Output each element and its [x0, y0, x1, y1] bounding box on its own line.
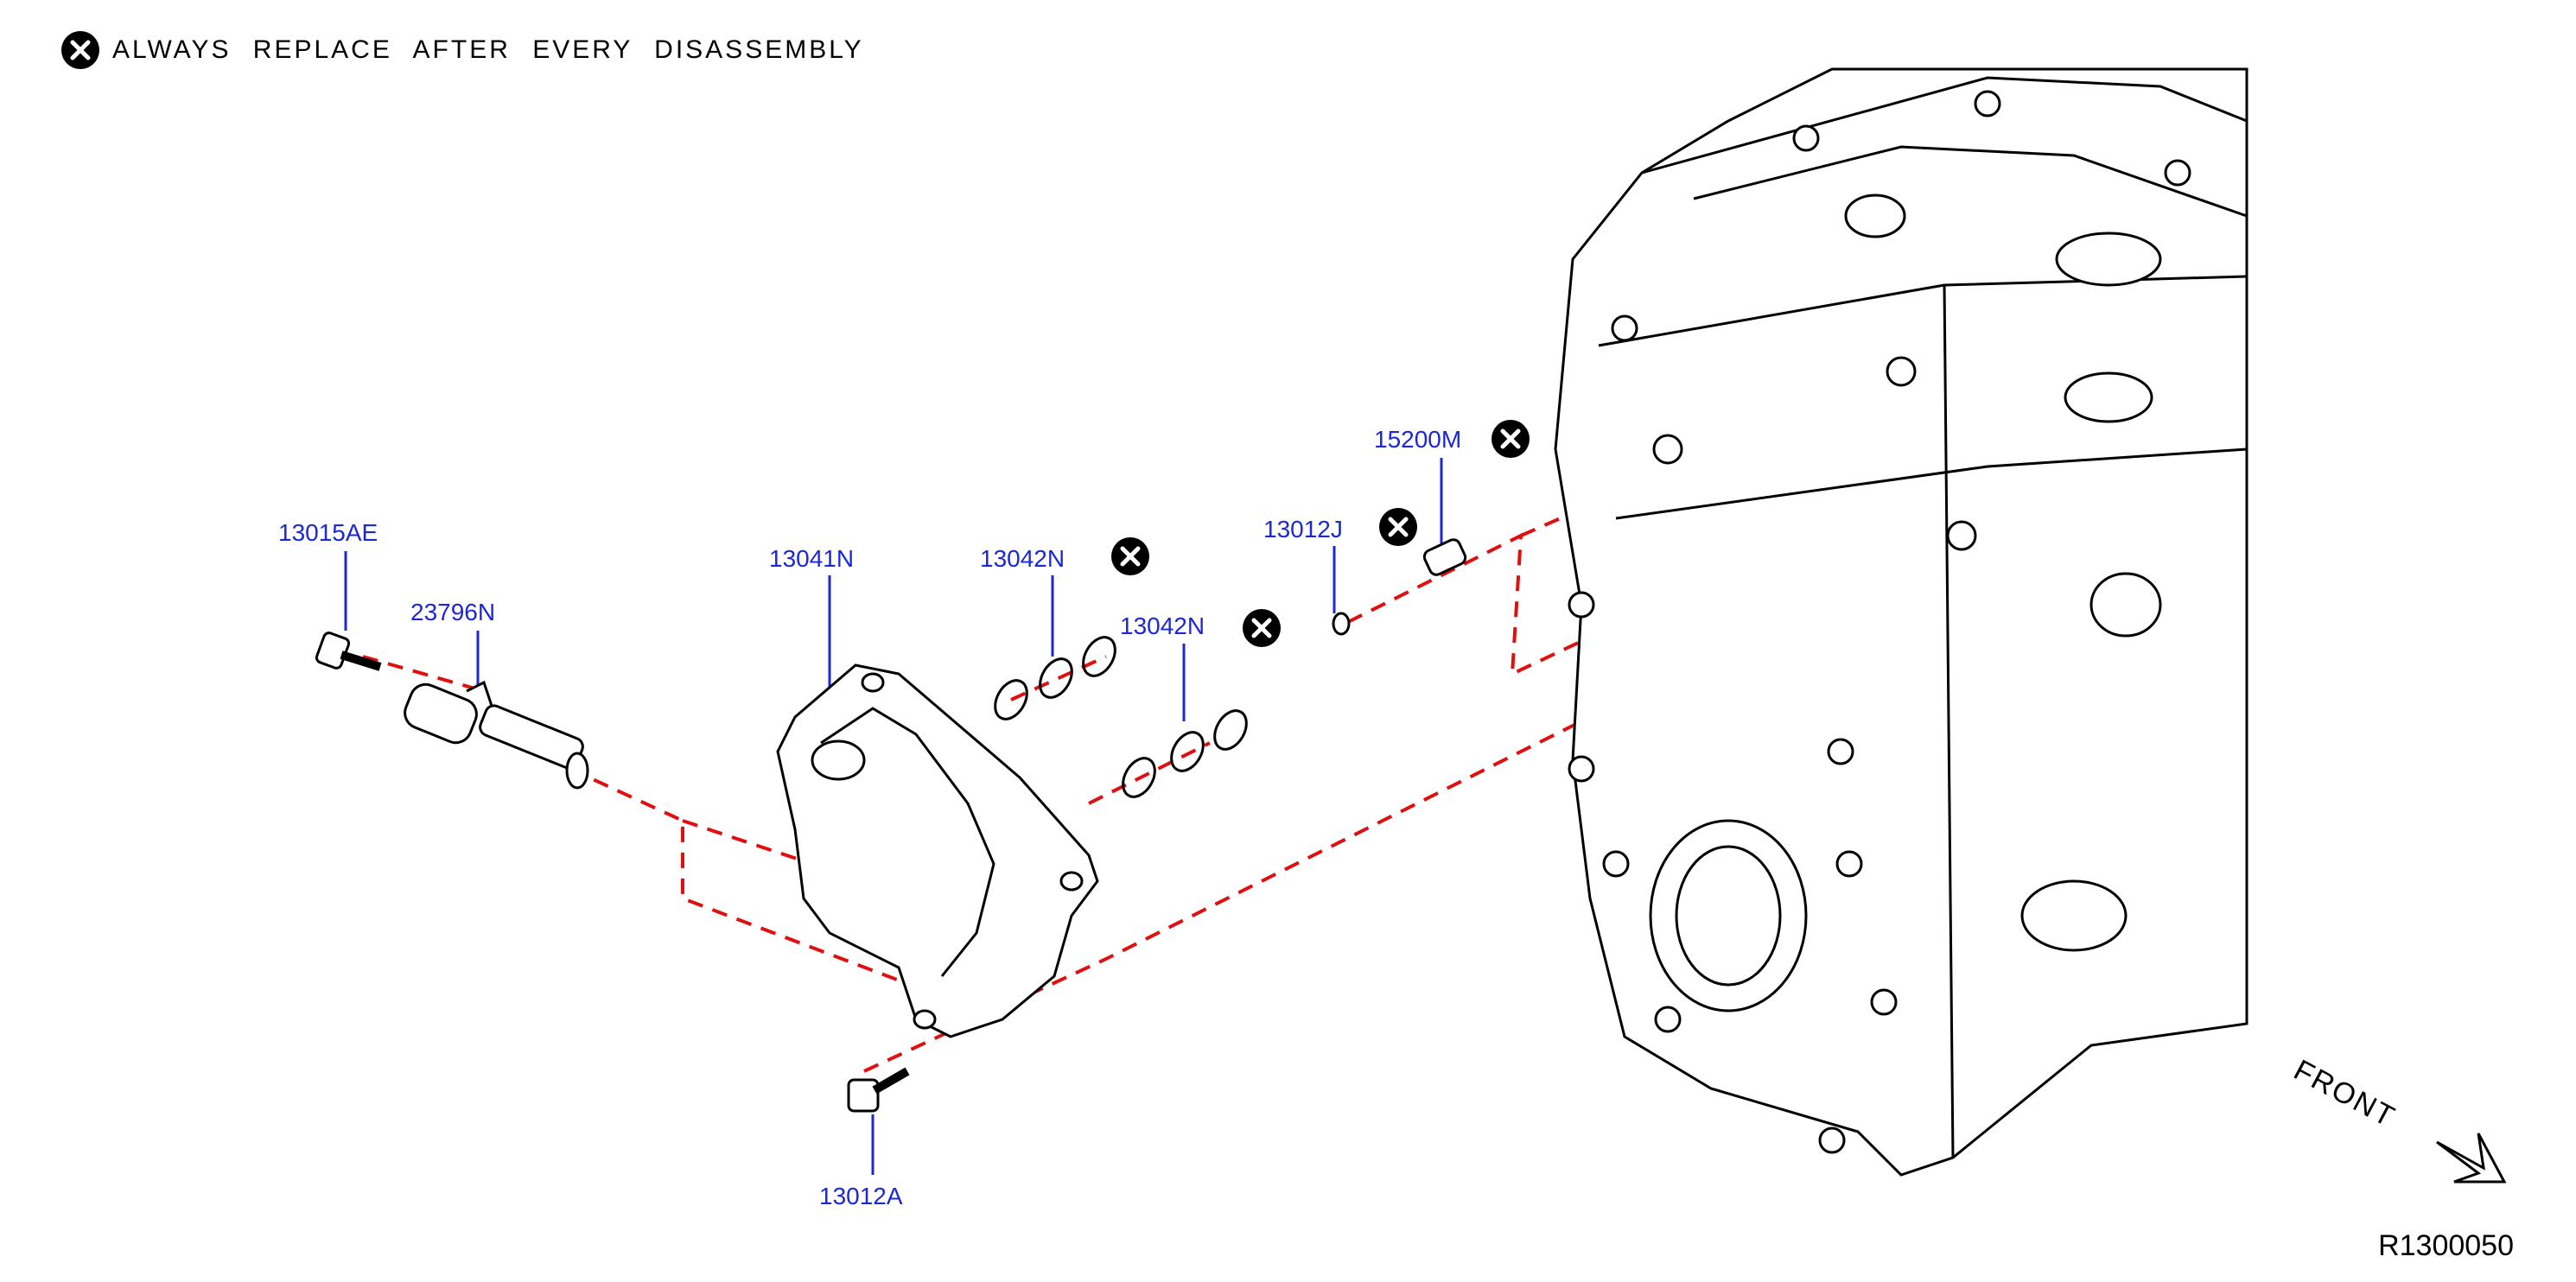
callout-13041n: 13041N: [769, 545, 854, 572]
o-rings-13042n-upper: [994, 636, 1116, 720]
callout-15200m: 15200M: [1374, 426, 1461, 453]
cover-13041n: [776, 663, 1099, 1038]
engine-block: [1554, 67, 2248, 1177]
x-circle-icon: [1379, 508, 1417, 546]
callout-13012a: 13012A: [819, 1183, 903, 1209]
o-rings-13042n-lower: [1122, 709, 1248, 798]
legend-text: ALWAYS REPLACE AFTER EVERY DISASSEMBLY: [112, 35, 864, 64]
bolt-13015ae: [315, 631, 382, 671]
x-circle-icon: [1243, 609, 1281, 647]
x-circle-icon: [1492, 420, 1530, 458]
x-circle-icon: [1111, 537, 1149, 575]
callout-13012j: 13012J: [1263, 516, 1343, 543]
sensor-23796n: [404, 680, 589, 790]
diagram-reference: R1300050: [2378, 1229, 2514, 1262]
callout-13042n-upper: 13042N: [980, 545, 1065, 572]
dowel-15200m: [1422, 538, 1467, 576]
front-label: FRONT: [2288, 1054, 2401, 1134]
o-ring-13012j: [1332, 612, 1351, 636]
x-circle-icon: [61, 31, 99, 69]
callout-23796n: 23796N: [410, 599, 495, 625]
callout-13042n-lower: 13042N: [1120, 612, 1205, 639]
bolt-13012a: [847, 1067, 910, 1113]
leader-lines: [344, 458, 1443, 1175]
callout-13015ae: 13015AE: [278, 519, 378, 546]
front-arrow-icon: [2436, 1133, 2507, 1184]
legend: ALWAYS REPLACE AFTER EVERY DISASSEMBLY: [60, 29, 864, 71]
